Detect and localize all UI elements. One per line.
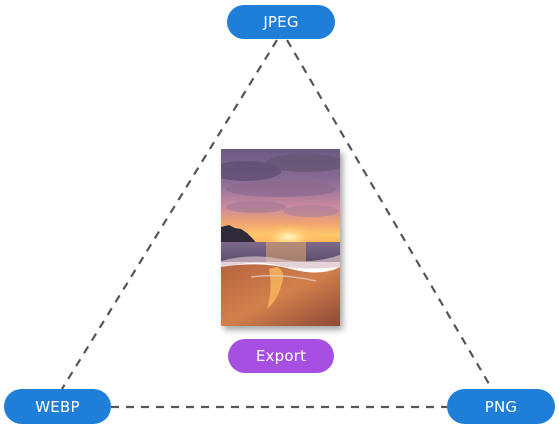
connector-jpeg-png — [286, 39, 493, 390]
png-node-label: PNG — [484, 397, 518, 416]
photo-image — [221, 149, 340, 326]
export-button-label: Export — [255, 347, 307, 365]
webp-node-button[interactable]: WEBP — [4, 389, 111, 424]
export-button[interactable]: Export — [228, 339, 334, 373]
jpeg-node-label: JPEG — [263, 13, 299, 31]
png-node-button[interactable]: PNG — [447, 389, 555, 424]
sunset-beach-photo — [221, 149, 340, 326]
webp-node-label: WEBP — [35, 397, 80, 416]
jpeg-node-button[interactable]: JPEG — [227, 5, 335, 39]
